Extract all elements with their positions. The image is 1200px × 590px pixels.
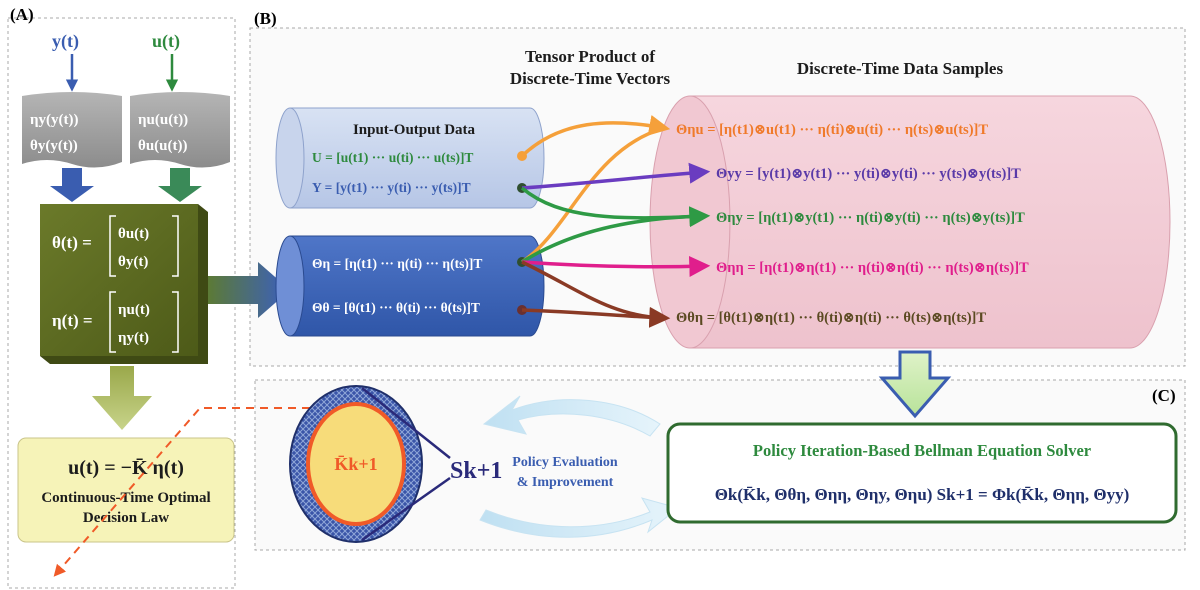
- io-cylinder: [289, 107, 545, 209]
- u-filter-block: [130, 92, 230, 168]
- panel-a-label: (A): [10, 5, 34, 24]
- s-symbol: Sk+1: [450, 458, 502, 484]
- state-block: [40, 204, 198, 356]
- eta-to-eta-y-curve: [521, 214, 705, 264]
- panel-c-label: (C): [1152, 386, 1176, 405]
- eta-to-eta-eta-curve: [521, 255, 711, 277]
- panel-b-label: (B): [254, 9, 277, 28]
- y-data-row: Y = [y(t1) ··· y(ti) ··· y(ts)]T: [312, 180, 471, 195]
- solver-equation: Θk(K̄k, Θθη, Θηη, Θηy, Θηu) Sk+1 = Φk(K̄…: [715, 485, 1130, 504]
- u-to-eta-u-curve: [520, 115, 671, 158]
- theta-eta-row: Θη = [η(t1) ··· η(ti) ··· η(ts)]T: [312, 256, 482, 271]
- solver-box: [666, 422, 1178, 524]
- sample-theta-eta-y: Θηy = [η(t1)⊗y(t1) ··· η(ti)⊗y(ti) ··· η…: [716, 210, 1025, 226]
- sample-theta-theta-eta: Θθη = [θ(t1)⊗η(t1) ··· θ(ti)⊗η(ti) ··· θ…: [676, 310, 986, 326]
- policy-label-1: Policy Evaluation: [512, 455, 618, 470]
- io-cylinder-cap: [275, 107, 305, 209]
- sample-theta-yy: Θyy = [y(t1)⊗y(t1) ··· y(ti)⊗y(ti) ··· y…: [716, 166, 1021, 182]
- eta-bottom: ηy(t): [118, 330, 149, 346]
- u-filter-theta: θu(u(t)): [138, 138, 188, 154]
- y-to-yy-curve: [521, 162, 711, 190]
- theta-top: θu(t): [118, 226, 149, 242]
- policy-arrow-top: [482, 395, 661, 437]
- eta-to-eta-u-curve: [521, 126, 665, 264]
- sample-theta-eta-eta: Θηη = [η(t1)⊗η(t1) ··· η(ti)⊗η(ti) ··· η…: [716, 260, 1029, 276]
- y-block-arrow: [50, 168, 94, 202]
- policy-label-2: & Improvement: [517, 475, 614, 490]
- eta-top: ηu(t): [118, 302, 150, 318]
- u-data-row: U = [u(t1) ··· u(ti) ··· u(ts)]T: [312, 150, 473, 165]
- y-filter-theta: θy(y(t)): [30, 138, 78, 154]
- state-to-data-arrow: [208, 262, 290, 318]
- theta-lhs: θ(t) =: [52, 233, 92, 252]
- tensor-title-2: Discrete-Time Vectors: [510, 69, 671, 88]
- decision-law-caption-2: Decision Law: [83, 510, 169, 526]
- eta-bracket-left: [109, 291, 116, 353]
- gain-feedback-line: [53, 407, 310, 577]
- theta-theta-row: Θθ = [θ(t1) ··· θ(ti) ··· θ(ts)]T: [312, 300, 480, 315]
- gain-link-bottom: [361, 476, 451, 542]
- u-input-label: u(t): [152, 31, 180, 52]
- samples-title: Discrete-Time Data Samples: [797, 59, 1004, 78]
- samples-cylinder: [689, 95, 1171, 349]
- eta-bracket-right: [172, 291, 179, 353]
- theta-bottom: θy(t): [118, 254, 148, 270]
- io-title: Input-Output Data: [353, 122, 476, 138]
- tensor-title-1: Tensor Product of: [525, 47, 655, 66]
- theta-cylinder: [289, 235, 545, 337]
- decision-law-caption-1: Continuous-Time Optimal: [41, 490, 210, 506]
- state-to-law-arrow: [92, 366, 152, 430]
- theta-cylinder-cap: [275, 235, 305, 337]
- gain-link-top: [361, 387, 451, 459]
- theta-to-theta-eta-curve: [521, 306, 671, 328]
- y-filter-block: [22, 92, 122, 168]
- gain-label: K̄k+1: [334, 454, 377, 474]
- solver-title: Policy Iteration-Based Bellman Equation …: [753, 441, 1091, 460]
- theta-bracket-right: [172, 215, 179, 277]
- y-input-label: y(t): [52, 31, 79, 52]
- eta-lhs: η(t) =: [52, 311, 93, 330]
- y-filter-eta: ηy(y(t)): [30, 112, 79, 128]
- gain-core: [306, 402, 406, 526]
- decision-law-box: [17, 437, 235, 543]
- decision-law-equation: u(t) = −K̄ η(t): [68, 457, 184, 479]
- sample-theta-eta-u: Θηu = [η(t1)⊗u(t1) ··· η(ti)⊗u(ti) ··· η…: [676, 122, 988, 138]
- u-filter-eta: ηu(u(t)): [138, 112, 188, 128]
- u-block-arrow: [158, 168, 202, 202]
- theta-bracket-left: [109, 215, 116, 277]
- samples-to-solver-arrow: [878, 350, 952, 419]
- policy-arrow-bottom: [479, 497, 680, 538]
